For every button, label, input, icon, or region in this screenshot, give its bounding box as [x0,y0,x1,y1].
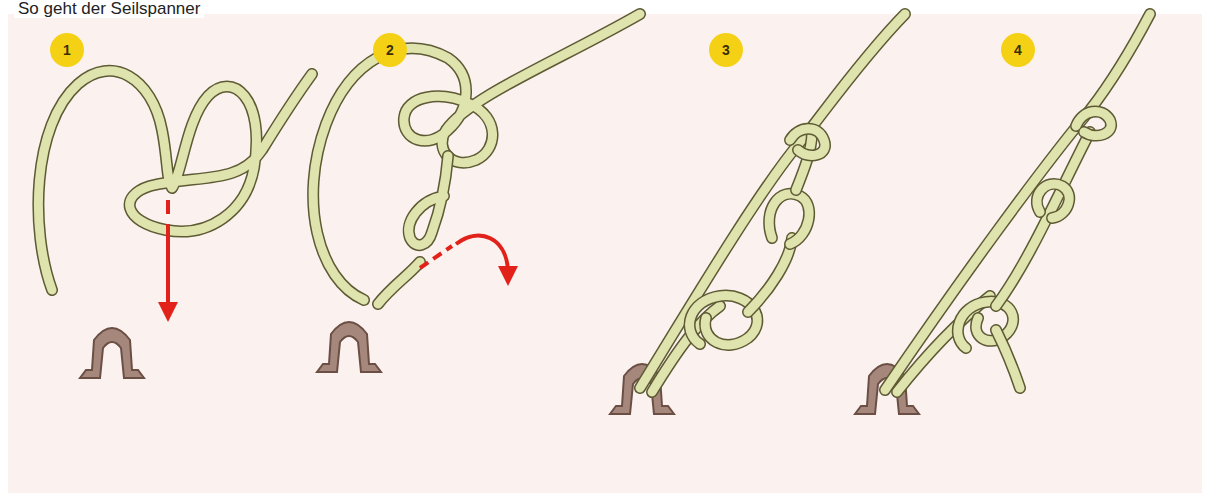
rope-outline [996,132,1090,306]
rope-outline [996,330,1020,388]
rope-outline [1076,111,1111,135]
rope-outline [769,194,809,244]
rope [690,296,758,345]
step-number-badge: 4 [1001,33,1035,67]
rope [640,14,905,388]
rope [313,14,640,300]
step-number: 2 [386,42,394,58]
rope [790,129,825,156]
rope-outline [313,14,640,300]
rope [885,14,1150,390]
rope [996,330,1020,388]
rope [409,156,448,245]
rope [38,71,312,290]
rope-outline [748,238,792,312]
rope-outline [885,14,1150,390]
rope-outline [409,156,448,245]
rope-outline [690,296,758,345]
step-number-badge: 3 [709,33,743,67]
direction-arrow [158,200,518,322]
rope [1076,111,1111,135]
rope-outline [38,71,312,290]
cleat [80,322,919,414]
rope [1037,184,1069,218]
step-number-badge: 1 [50,33,84,67]
rope [769,194,809,244]
rope-outline [790,129,825,156]
rope [996,132,1090,306]
step-number: 1 [63,42,71,58]
rope [378,262,420,304]
step-number-badge: 2 [373,33,407,67]
rope [748,238,792,312]
rope-outline [640,14,905,388]
step-number: 4 [1014,42,1022,58]
title: So geht der Seilspanner [14,0,204,18]
rope-outline [1037,184,1069,218]
rope-outline [378,262,420,304]
step-number: 3 [722,42,730,58]
